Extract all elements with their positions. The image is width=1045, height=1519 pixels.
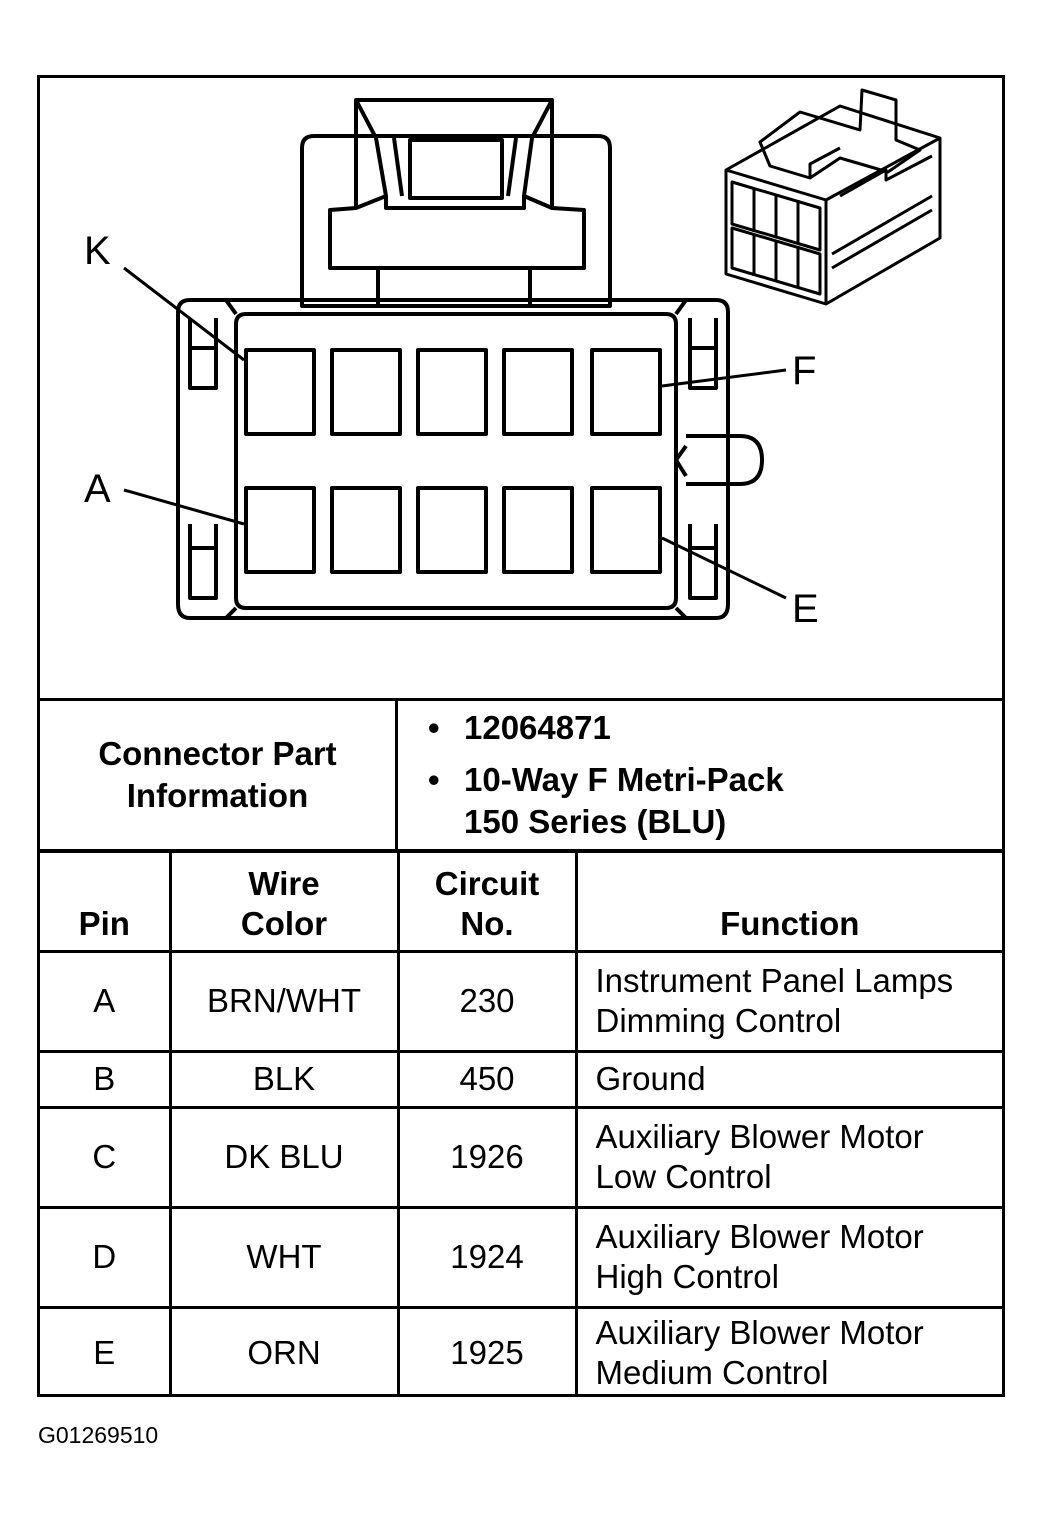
table-row: B BLK 450 Ground xyxy=(40,1049,1002,1109)
polarization-key xyxy=(686,434,764,486)
header-pin: Pin xyxy=(40,853,172,953)
cavity xyxy=(330,348,402,436)
figure-id: G01269510 xyxy=(38,1422,159,1448)
connector-body-outer xyxy=(176,298,730,620)
cell-function: Auxiliary Blower Motor Low Control xyxy=(574,1105,1002,1209)
cell-function: Instrument Panel Lamps Dimming Control xyxy=(574,949,1002,1053)
cavity xyxy=(590,486,662,574)
table-header-row: Pin Wire Color Circuit No. Function xyxy=(40,853,1002,953)
description-line: 10-Way F Metri-Pack xyxy=(464,761,784,798)
cell-function: Auxiliary Blower Motor High Control xyxy=(574,1205,1002,1309)
latch-tab xyxy=(328,98,586,270)
cell-wire-color: BLK xyxy=(168,1049,400,1109)
cavity xyxy=(590,348,662,436)
cell-pin: C xyxy=(40,1105,172,1209)
cell-wire-color: WHT xyxy=(168,1205,400,1309)
connector-part-info: Connector Part Information 12064871 10-W… xyxy=(40,701,1002,853)
pin-label-k: K xyxy=(84,229,111,273)
cell-pin: B xyxy=(40,1049,172,1109)
cell-circuit: 1926 xyxy=(396,1105,578,1209)
info-label-line: Information xyxy=(126,777,309,814)
latch-housing xyxy=(300,134,612,308)
pin-label-e: E xyxy=(792,587,819,631)
connector-face-drawing: K A F E xyxy=(84,88,942,631)
cell-wire-color: BRN/WHT xyxy=(168,949,400,1053)
cell-circuit: 230 xyxy=(396,949,578,1053)
cell-circuit: 450 xyxy=(396,1049,578,1109)
cavity xyxy=(416,348,488,436)
cell-pin: A xyxy=(40,949,172,1053)
part-number-item: 12064871 xyxy=(428,707,1002,749)
cavity xyxy=(244,348,316,436)
connector-part-info-label: Connector Part Information xyxy=(40,701,398,849)
header-wire-color: Wire Color xyxy=(168,853,400,953)
table-row: C DK BLU 1926 Auxiliary Blower Motor Low… xyxy=(40,1105,1002,1209)
pin-label-a: A xyxy=(84,467,111,511)
connector-isometric-view xyxy=(724,88,942,306)
cavity xyxy=(502,348,574,436)
part-number: 12064871 xyxy=(464,709,611,746)
cell-wire-color: ORN xyxy=(168,1305,400,1397)
leader-line-e xyxy=(661,536,787,600)
info-label-line: Connector Part xyxy=(98,735,337,772)
table-row: D WHT 1924 Auxiliary Blower Motor High C… xyxy=(40,1205,1002,1309)
pin-label-f: F xyxy=(792,349,816,393)
cell-function: Ground xyxy=(574,1049,1002,1109)
figure-frame: K A F E Connector xyxy=(37,75,1005,1397)
pinout-table: Pin Wire Color Circuit No. Function A BR… xyxy=(40,853,1002,1397)
leader-line-k xyxy=(123,266,245,362)
leader-line-f xyxy=(661,368,787,388)
cavity xyxy=(330,486,402,574)
connector-part-info-values: 12064871 10-Way F Metri-Pack 150 Series … xyxy=(398,701,1002,849)
leader-line-a xyxy=(123,488,245,526)
connector-description-item: 10-Way F Metri-Pack 150 Series (BLU) xyxy=(428,759,1002,843)
cavity xyxy=(244,486,316,574)
cell-circuit: 1924 xyxy=(396,1205,578,1309)
table-row: E ORN 1925 Auxiliary Blower Motor Medium… xyxy=(40,1305,1002,1397)
cavity xyxy=(502,486,574,574)
header-circuit-no: Circuit No. xyxy=(396,853,578,953)
cell-wire-color: DK BLU xyxy=(168,1105,400,1209)
connector-body-inner xyxy=(234,312,678,610)
header-function: Function xyxy=(574,853,1002,953)
connector-diagram: K A F E xyxy=(40,78,1002,701)
cell-circuit: 1925 xyxy=(396,1305,578,1397)
cell-pin: E xyxy=(40,1305,172,1397)
description-line: 150 Series (BLU) xyxy=(464,803,727,840)
cell-pin: D xyxy=(40,1205,172,1309)
cell-function: Auxiliary Blower Motor Medium Control xyxy=(574,1305,1002,1397)
table-row: A BRN/WHT 230 Instrument Panel Lamps Dim… xyxy=(40,949,1002,1053)
cavity xyxy=(416,486,488,574)
